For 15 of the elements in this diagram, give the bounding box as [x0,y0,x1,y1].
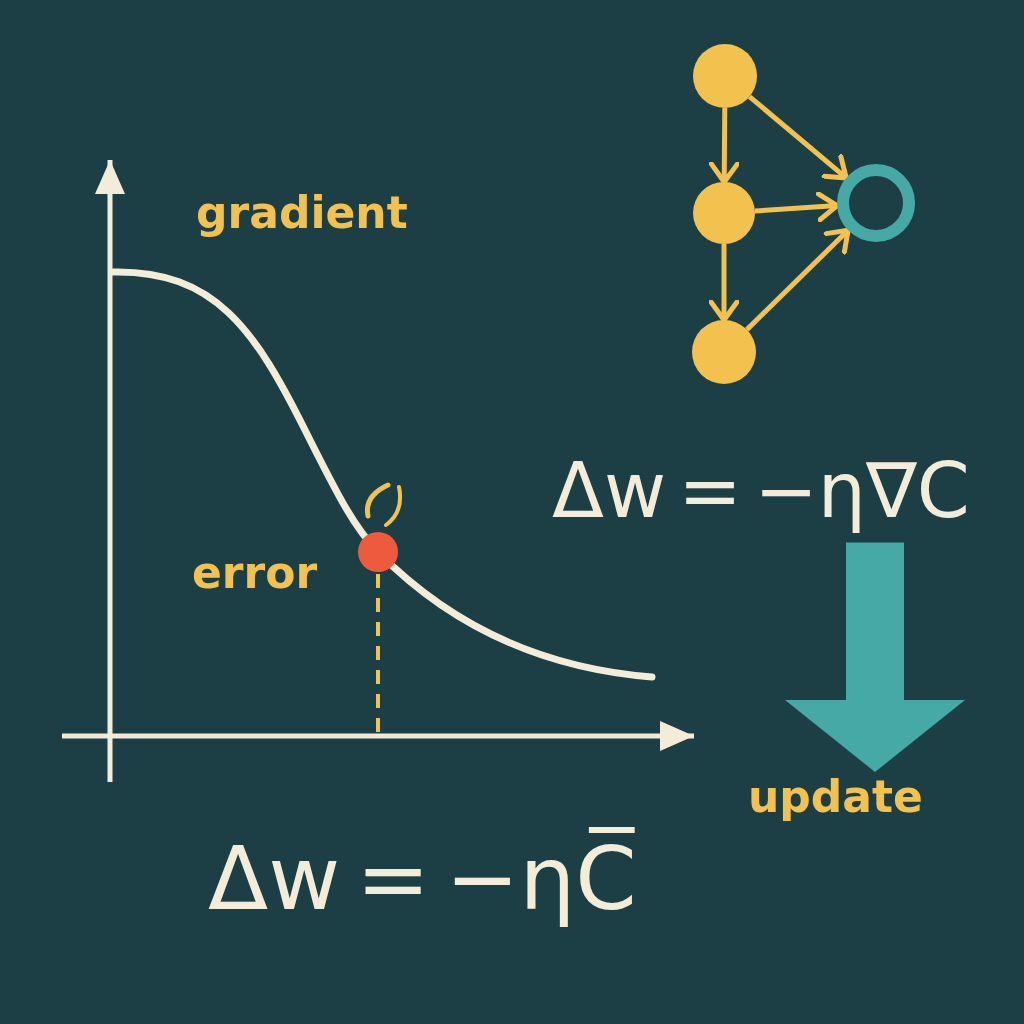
block-arrow [785,542,965,772]
label-text: gradient [196,188,408,239]
arrow [754,191,840,223]
node-circle [693,44,757,108]
node-circle [693,182,755,244]
label-text: error [192,548,318,599]
arrow [708,108,740,185]
arrow [708,244,740,323]
arrow [745,227,851,332]
formula-text: Δw = −η∇C [552,440,970,543]
node-circle [692,320,756,384]
ring-node [837,164,915,242]
formula-text: Δw = −ηC̅ [208,826,637,932]
label-text: update [748,772,923,823]
arrow [747,94,849,181]
